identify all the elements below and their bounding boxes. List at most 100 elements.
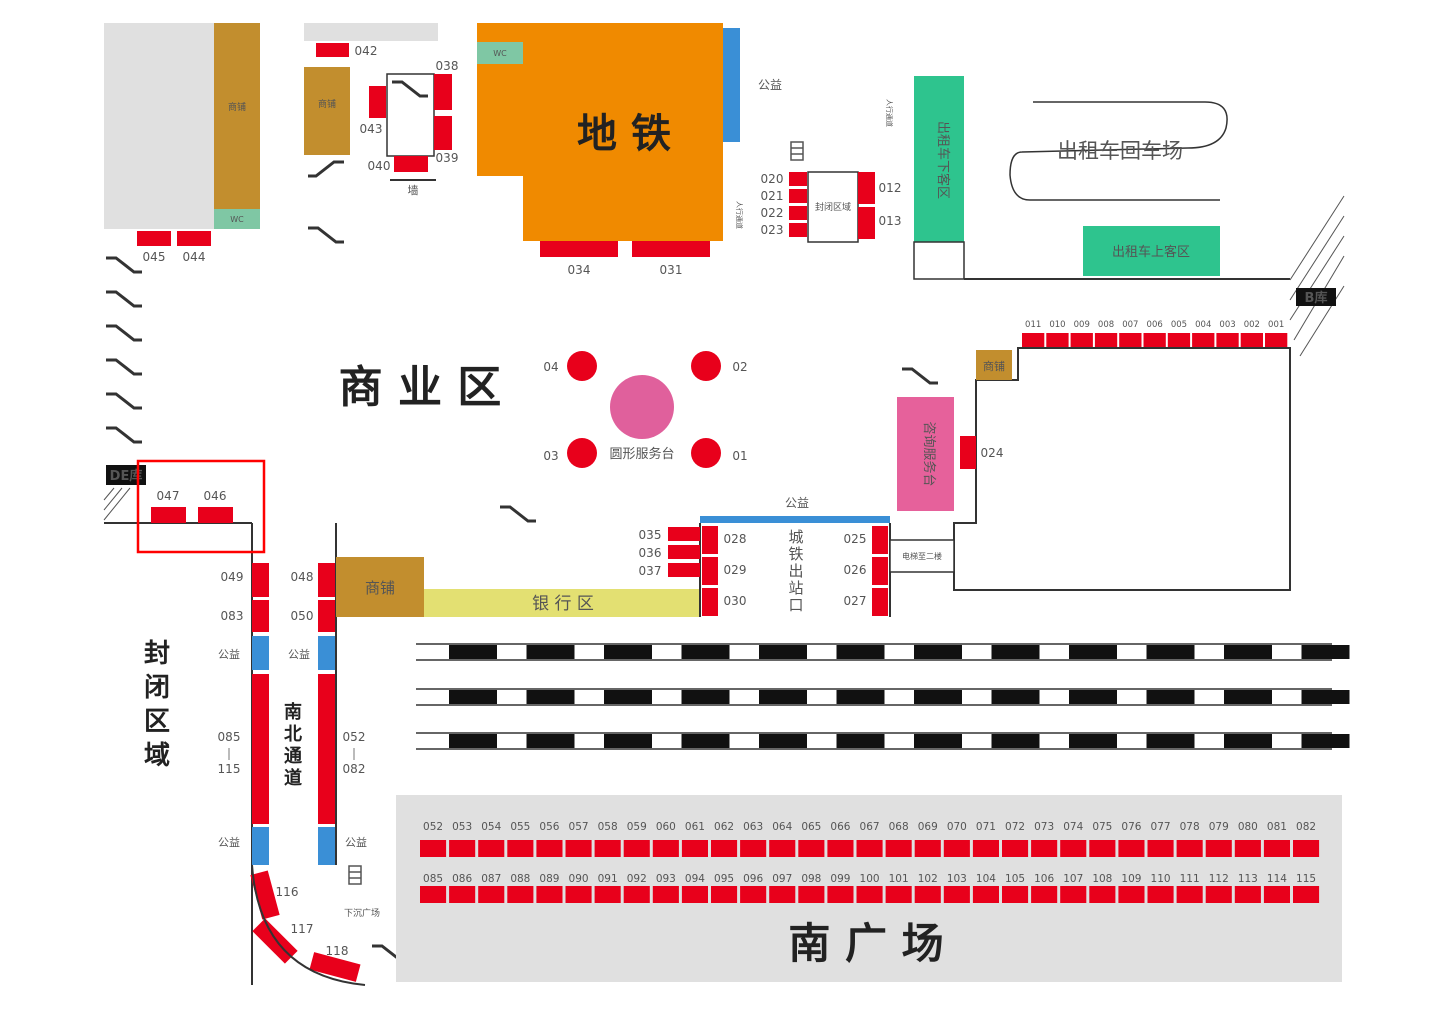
booth-085-115[interactable] [252,674,269,824]
booth-south-106[interactable] [1031,886,1058,903]
booth-south-091[interactable] [594,886,621,903]
booth-027[interactable] [872,588,888,616]
booth-035[interactable] [668,527,700,541]
info-desk[interactable] [897,397,954,511]
booth-south-109[interactable] [1118,886,1145,903]
booth-006[interactable] [1143,333,1166,347]
taxi-dropoff[interactable] [914,76,964,242]
booth-003[interactable] [1216,333,1239,347]
booth-052-082[interactable] [318,674,335,824]
booth-south-065[interactable] [798,840,825,857]
booth-south-098[interactable] [798,886,825,903]
booth-south-054[interactable] [478,840,505,857]
booth-083[interactable] [252,600,269,632]
booth-south-073[interactable] [1031,840,1058,857]
booth-c03[interactable] [567,438,597,468]
round-service-desk[interactable] [610,375,674,439]
booth-039[interactable] [434,116,452,150]
booth-031[interactable] [632,241,710,257]
booth-south-066[interactable] [827,840,854,857]
booth-south-056[interactable] [536,840,563,857]
booth-south-107[interactable] [1060,886,1087,903]
booth-south-087[interactable] [478,886,505,903]
booth-028[interactable] [702,526,718,554]
booth-south-067[interactable] [856,840,883,857]
booth-south-076[interactable] [1118,840,1145,857]
booth-001[interactable] [1265,333,1288,347]
metro-area[interactable] [477,23,723,241]
booth-south-068[interactable] [885,840,912,857]
booth-034[interactable] [540,241,618,257]
booth-south-082[interactable] [1293,840,1320,857]
shop-block-left[interactable] [214,23,260,209]
booth-024[interactable] [960,436,976,469]
booth-south-080[interactable] [1234,840,1261,857]
booth-south-060[interactable] [652,840,679,857]
booth-c02[interactable] [691,351,721,381]
taxi-pickup[interactable] [1083,226,1220,276]
booth-south-095[interactable] [711,886,738,903]
booth-south-105[interactable] [1002,886,1029,903]
booth-021[interactable] [789,189,807,203]
booth-south-079[interactable] [1205,840,1232,857]
booth-south-072[interactable] [1002,840,1029,857]
booth-south-062[interactable] [711,840,738,857]
booth-south-052[interactable] [420,840,447,857]
shop-block-bank[interactable] [336,557,424,617]
booth-south-096[interactable] [740,886,767,903]
booth-south-093[interactable] [652,886,679,903]
booth-044[interactable] [177,231,211,246]
booth-south-069[interactable] [914,840,941,857]
booth-south-090[interactable] [565,886,592,903]
booth-013[interactable] [858,207,875,239]
booth-043[interactable] [369,86,386,118]
booth-026[interactable] [872,557,888,585]
booth-south-101[interactable] [885,886,912,903]
booth-036[interactable] [668,545,700,559]
booth-south-092[interactable] [623,886,650,903]
booth-south-113[interactable] [1234,886,1261,903]
booth-south-074[interactable] [1060,840,1087,857]
booth-south-099[interactable] [827,886,854,903]
booth-south-057[interactable] [565,840,592,857]
booth-c01[interactable] [691,438,721,468]
booth-south-088[interactable] [507,886,534,903]
booth-038[interactable] [434,74,452,110]
wc-block-metro[interactable] [477,42,523,64]
booth-south-053[interactable] [449,840,476,857]
wc-block-left[interactable] [214,209,260,229]
booth-south-111[interactable] [1176,886,1203,903]
booth-south-112[interactable] [1205,886,1232,903]
booth-049[interactable] [252,563,269,597]
booth-south-071[interactable] [972,840,999,857]
booth-040[interactable] [394,156,428,172]
booth-118[interactable] [309,952,361,982]
booth-008[interactable] [1094,333,1118,347]
booth-c04[interactable] [567,351,597,381]
booth-south-110[interactable] [1147,886,1174,903]
booth-south-089[interactable] [536,886,563,903]
elevator-box[interactable] [889,539,955,573]
booth-116[interactable] [250,870,280,920]
booth-south-085[interactable] [420,886,447,903]
booth-south-058[interactable] [594,840,621,857]
booth-011[interactable] [1022,333,1045,347]
booth-south-097[interactable] [769,886,796,903]
booth-029[interactable] [702,557,718,585]
booth-south-081[interactable] [1263,840,1290,857]
booth-005[interactable] [1167,333,1191,347]
booth-004[interactable] [1192,333,1215,347]
booth-010[interactable] [1046,333,1069,347]
booth-012[interactable] [858,172,875,204]
booth-020[interactable] [789,172,807,186]
booth-048[interactable] [318,563,335,597]
booth-south-070[interactable] [943,840,970,857]
booth-030[interactable] [702,588,718,616]
booth-023[interactable] [789,223,807,237]
booth-south-061[interactable] [681,840,708,857]
booth-south-059[interactable] [623,840,650,857]
shop-block-right[interactable] [976,350,1012,380]
booth-050[interactable] [318,600,335,632]
booth-025[interactable] [872,526,888,554]
booth-south-078[interactable] [1176,840,1203,857]
